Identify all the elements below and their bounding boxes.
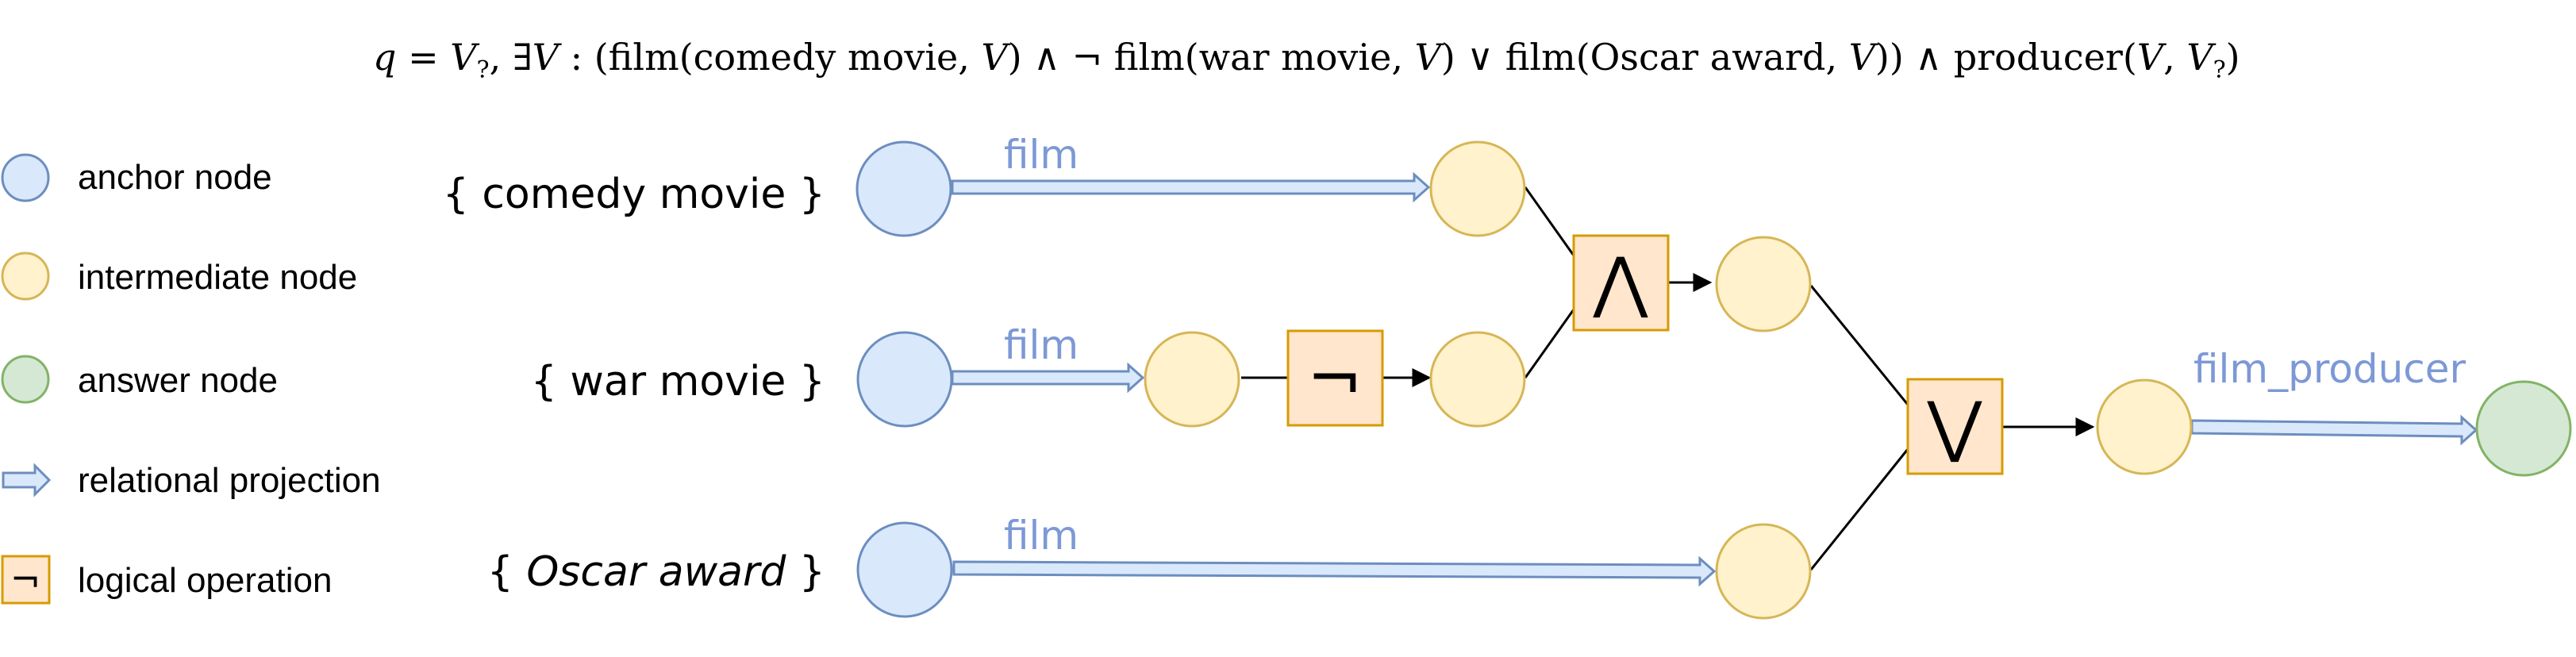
- edge-oscar-node-to-or: [1809, 448, 1909, 571]
- edge-comedy-to-and: [1524, 186, 1575, 256]
- intersection-operator: ⋀: [1572, 234, 1670, 332]
- intersection-symbol: ⋀: [1593, 243, 1649, 321]
- negation-operator: ¬: [1286, 329, 1384, 427]
- legend-projection-label: relational projection: [78, 461, 381, 500]
- edge-label-film-2: film: [1004, 322, 1078, 368]
- legend-logical-label: logical operation: [78, 561, 332, 600]
- union-operator: ⋁: [1906, 378, 2004, 475]
- edge-label-film-3: film: [1004, 513, 1078, 559]
- projection-arrow-war: [951, 362, 1145, 394]
- legend: anchor node intermediate node answer nod…: [1, 153, 381, 605]
- edges-projection: [951, 171, 2478, 587]
- intermediate-node-oscar: [1715, 523, 1812, 620]
- intermediate-node-icon: [1, 252, 50, 301]
- legend-anchor-label: anchor node: [78, 158, 272, 197]
- intermediate-node-union: [2096, 378, 2193, 475]
- union-symbol: ⋁: [1927, 387, 1983, 465]
- legend-intermediate-label: intermediate node: [78, 258, 357, 297]
- anchor-label-war-movie: { war movie }: [531, 358, 825, 405]
- edges-logical: [1241, 186, 2095, 571]
- logical-op-icon: ¬: [1, 555, 51, 605]
- anchor-node-war-movie: [856, 331, 953, 428]
- anchor-node-comedy-movie: [855, 140, 952, 237]
- intermediate-node-intersection: [1715, 236, 1812, 332]
- anchor-label-oscar-award: { Oscar award }: [487, 548, 825, 596]
- legend-answer-label: answer node: [78, 361, 278, 400]
- edge-label-film-1: film: [1004, 132, 1078, 178]
- edge-and-node-to-or: [1809, 285, 1909, 405]
- projection-arrow-oscar: [952, 555, 1717, 587]
- negation-symbol: ¬: [1307, 340, 1363, 417]
- projection-arrow-icon: [2, 463, 52, 498]
- anchor-node-icon: [1, 153, 50, 202]
- projection-arrow-producer: [2190, 414, 2478, 446]
- query-formula: q = V?, ∃V : (film(comedy movie, V) ∧ ¬ …: [373, 36, 2240, 84]
- edge-label-film-producer: film_producer: [2193, 346, 2466, 392]
- projection-arrow-comedy: [951, 171, 1431, 203]
- edge-war-neg-to-and: [1524, 309, 1575, 378]
- intermediate-node-negated: [1429, 331, 1526, 428]
- anchor-node-oscar-award: [856, 521, 953, 618]
- intermediate-node-war: [1144, 331, 1240, 428]
- intermediate-node-comedy: [1429, 140, 1526, 237]
- answer-node: [2475, 380, 2572, 477]
- answer-node-icon: [1, 355, 50, 404]
- logical-op-symbol: ¬: [10, 558, 41, 601]
- anchor-label-comedy-movie: { comedy movie }: [443, 171, 825, 218]
